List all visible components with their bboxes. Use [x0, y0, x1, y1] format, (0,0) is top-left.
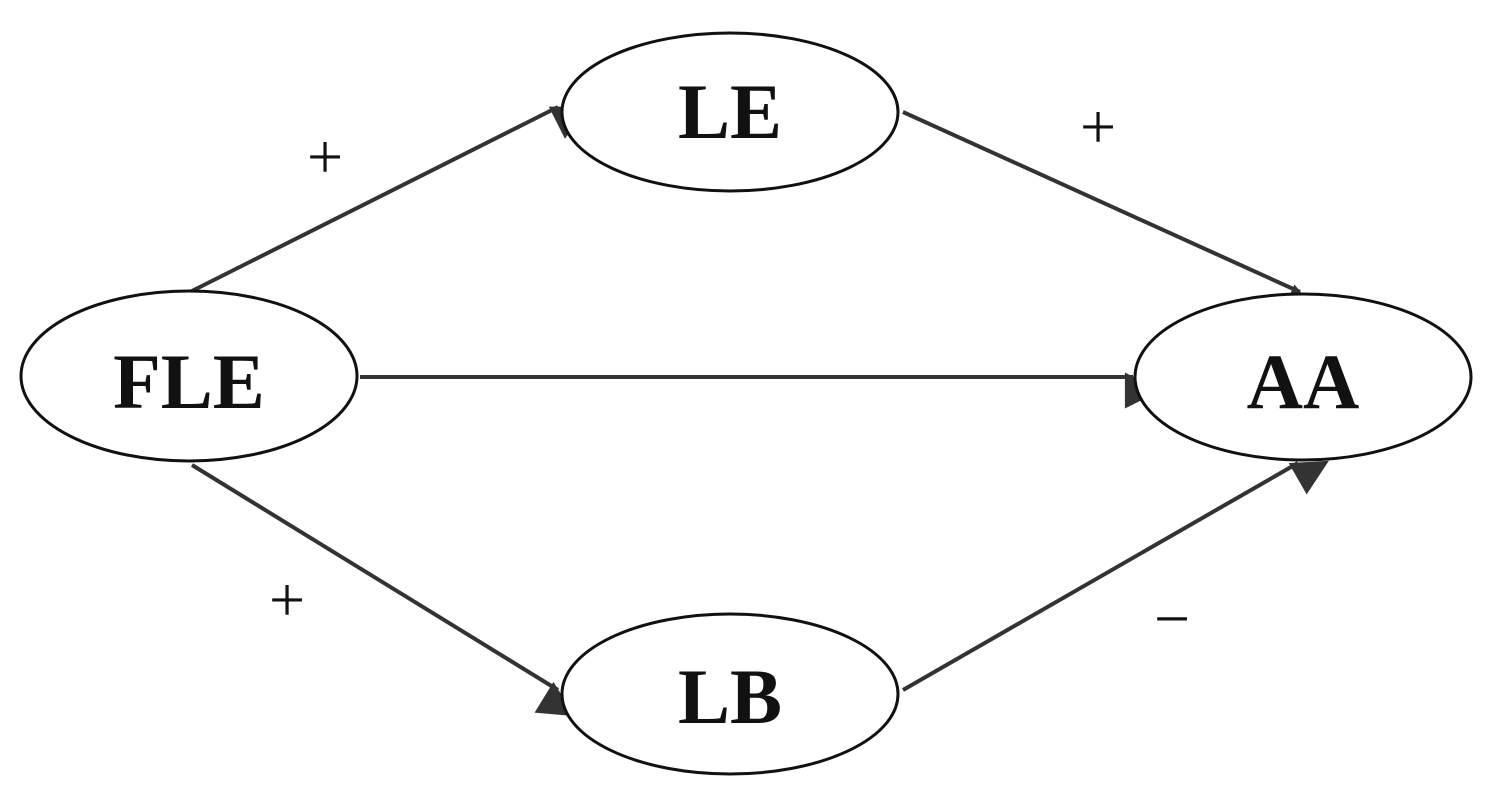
node-fle-label: FLE	[113, 338, 265, 425]
sign-le-aa: +	[1080, 91, 1116, 162]
sign-lb-aa: −	[1154, 583, 1190, 654]
node-lb: LB	[560, 612, 900, 776]
node-aa-label: AA	[1247, 338, 1360, 425]
edge-lb-aa	[902, 460, 1329, 692]
node-fle: FLE	[19, 289, 359, 463]
edge-le-aa	[902, 110, 1320, 318]
edge-fle-le	[189, 105, 589, 294]
sign-fle-le: +	[307, 121, 343, 192]
node-lb-label: LB	[678, 653, 782, 740]
node-aa: AA	[1133, 292, 1473, 462]
node-le-label: LE	[678, 68, 782, 155]
edge-fle-lb	[190, 463, 575, 717]
node-le: LE	[560, 31, 900, 193]
sign-fle-lb: +	[269, 564, 305, 635]
